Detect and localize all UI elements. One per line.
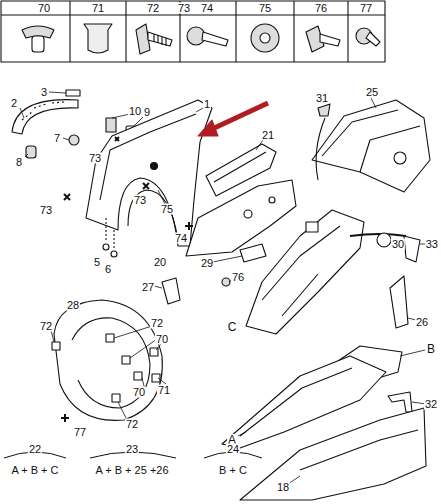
group-note: 23 <box>125 444 139 455</box>
callout-number: 20 <box>153 257 167 268</box>
group-note: B + C <box>218 465 248 476</box>
callout-number: 72 <box>150 318 164 329</box>
callout-number: 71 <box>91 3 105 14</box>
callout-number: 5 <box>93 257 101 268</box>
callout-number: 28 <box>66 300 80 311</box>
callout-number: 73 <box>39 205 53 216</box>
callout-number: 21 <box>261 130 275 141</box>
callout-number: 1 <box>203 99 211 110</box>
front-rail <box>246 210 364 334</box>
group-note: 24 <box>226 444 240 455</box>
callout-number: 3 <box>40 87 48 98</box>
wing-panel <box>86 100 212 246</box>
callout-number: 27 <box>141 282 155 293</box>
callout-number: 26 <box>415 317 429 328</box>
callout-number: 73 <box>133 195 147 206</box>
callout-number: 2 <box>10 98 18 109</box>
group-note: A + B + 25 +26 <box>94 465 169 476</box>
callout-number: 32 <box>424 399 438 410</box>
callout-number: 70 <box>155 334 169 345</box>
callout-number: B <box>426 343 436 355</box>
callout-number: 74 <box>200 3 214 14</box>
arch-strip <box>12 100 78 134</box>
callout-number: 77 <box>73 427 87 438</box>
group-note: 22 <box>28 444 42 455</box>
callout-number: 71 <box>157 385 171 396</box>
callout-number: 10 <box>128 106 142 117</box>
callout-number: 25 <box>365 87 379 98</box>
side-panel <box>240 408 426 500</box>
callout-number: 76 <box>314 3 328 14</box>
callout-number: 72 <box>39 321 53 332</box>
callout-number: 9 <box>143 107 151 118</box>
callout-number: 7 <box>53 133 61 144</box>
callout-number: 74 <box>174 233 188 244</box>
callout-number: 6 <box>104 264 112 275</box>
callout-number: 31 <box>315 93 329 104</box>
callout-number: 76 <box>231 272 245 283</box>
group-note: A + B + C <box>10 465 59 476</box>
callout-number: 18 <box>276 482 290 493</box>
callout-number: 70 <box>132 387 146 398</box>
callout-number: 8 <box>15 157 23 168</box>
callout-number: 73 <box>88 153 102 164</box>
wheelarch-liner <box>54 300 162 420</box>
callout-number: 30 <box>391 239 405 250</box>
callout-number: 29 <box>200 258 214 269</box>
callout-number: 73 <box>177 3 191 14</box>
callout-number: 75 <box>258 3 272 14</box>
upper-rail <box>312 100 430 192</box>
callout-number: 77 <box>359 3 373 14</box>
callout-number: 75 <box>160 204 174 215</box>
callout-number: 70 <box>37 3 51 14</box>
callout-number: 72 <box>146 3 160 14</box>
callout-number: 72 <box>125 419 139 430</box>
callout-number: C <box>227 321 238 333</box>
fastener-table <box>1 1 385 62</box>
clip <box>66 90 80 96</box>
callout-number: 33 <box>425 239 439 250</box>
apron <box>186 180 296 256</box>
strut <box>390 276 408 328</box>
